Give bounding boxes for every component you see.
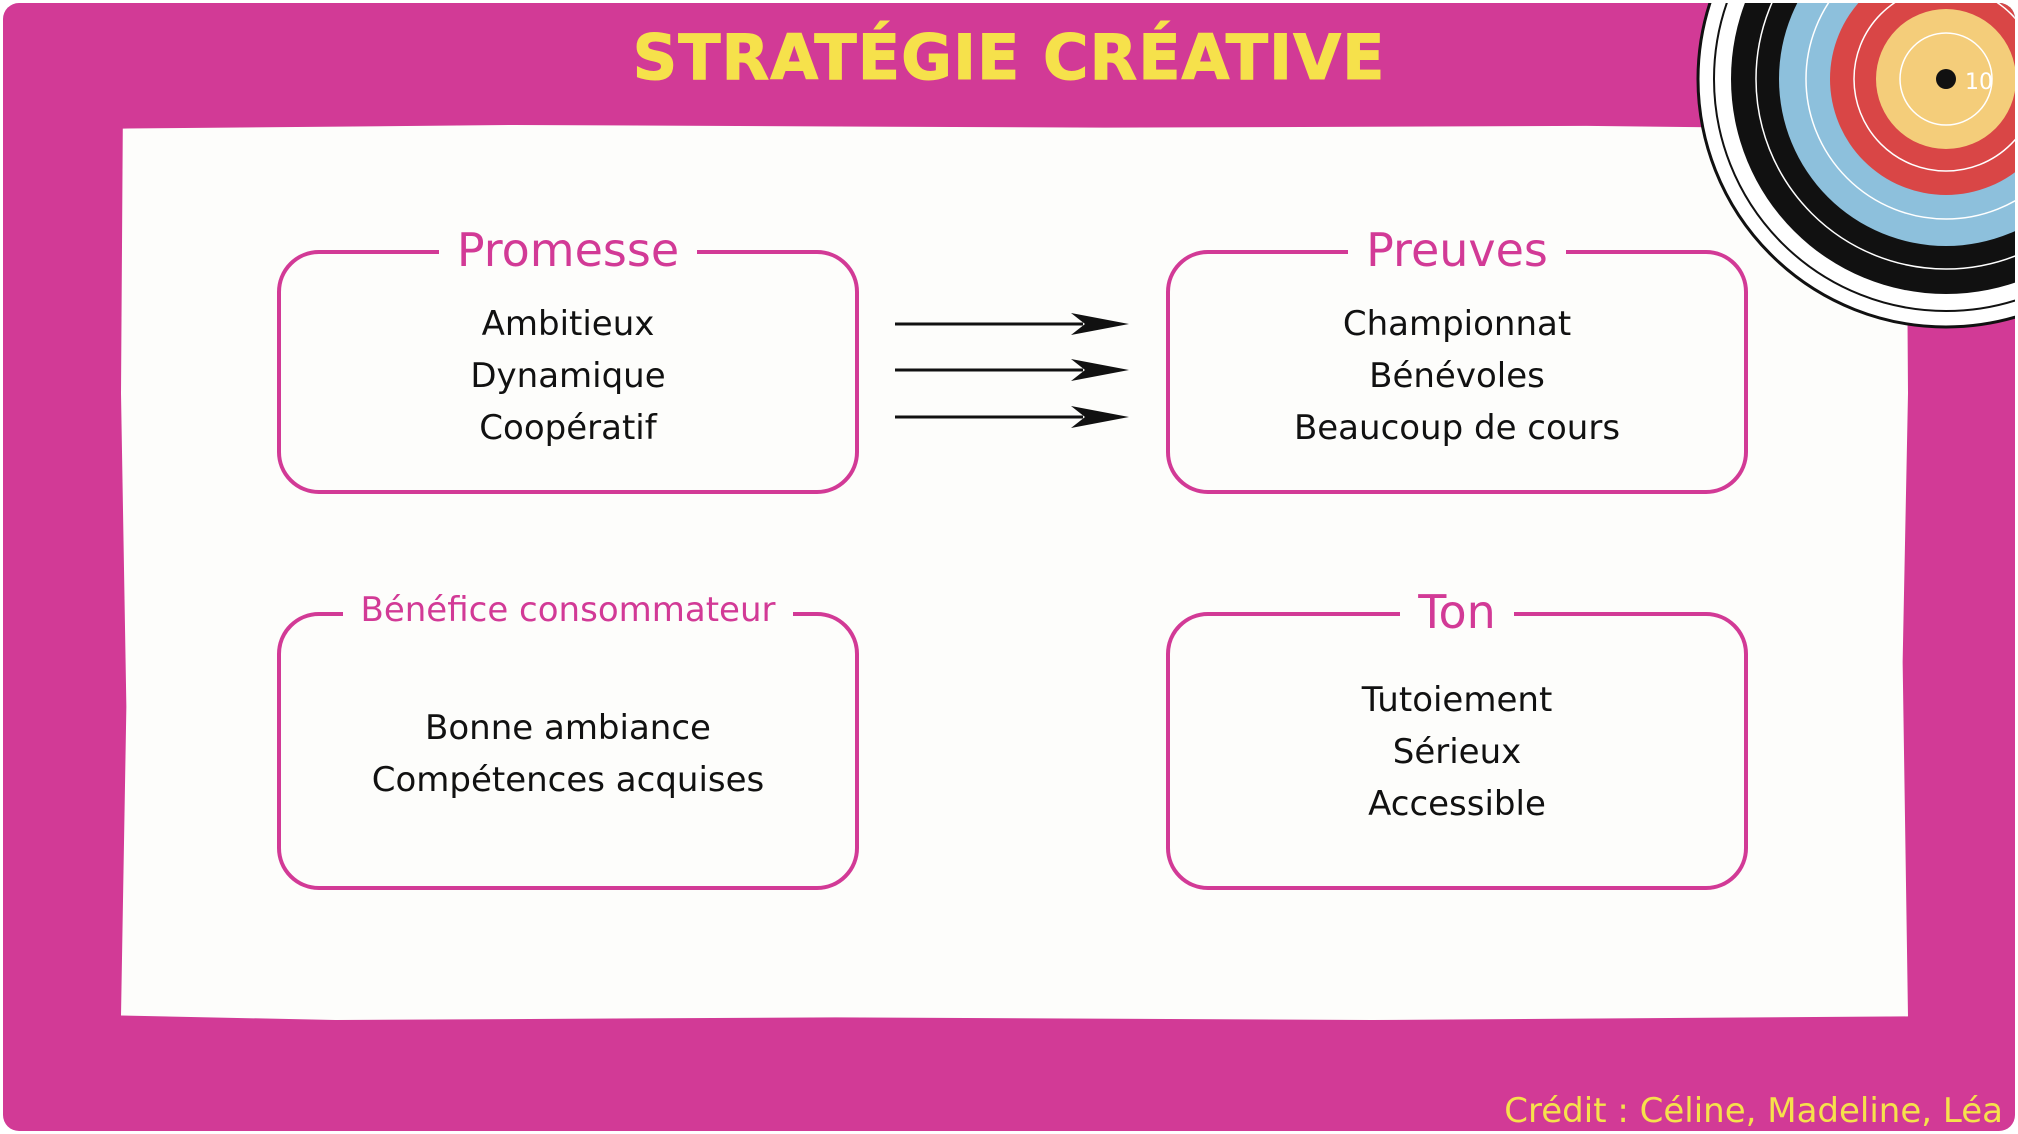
paper-background [121, 125, 1908, 1020]
list-item: Bonne ambiance [425, 708, 711, 748]
ton-title-text: Ton [1400, 585, 1514, 639]
archery-target-icon: 10 [1696, 3, 2015, 329]
slide-frame: STRATÉGIE CRÉATIVE 10 Promesse Ambitieux… [3, 3, 2015, 1131]
list-item: Bénévoles [1369, 356, 1545, 396]
list-item: Dynamique [470, 356, 666, 396]
list-item: Compétences acquises [371, 760, 765, 800]
preuves-box: Preuves Championnat Bénévoles Beaucoup d… [1166, 223, 1748, 494]
arrows-group [895, 313, 1129, 428]
promesse-box: Promesse Ambitieux Dynamique Coopératif [277, 223, 859, 494]
list-item: Ambitieux [481, 304, 655, 344]
ton-items: Tutoiement Sérieux Accessible [1170, 674, 1744, 830]
arrow-3-icon [895, 406, 1129, 428]
promesse-title-text: Promesse [438, 223, 698, 277]
slide-title: STRATÉGIE CRÉATIVE [632, 21, 1386, 95]
preuves-items: Championnat Bénévoles Beaucoup de cours [1170, 298, 1744, 454]
benefice-title-text: Bénéfice consommateur [342, 590, 794, 630]
list-item: Tutoiement [1361, 680, 1553, 720]
promesse-items: Ambitieux Dynamique Coopératif [281, 298, 855, 454]
benefice-items: Bonne ambiance Compétences acquises [281, 702, 855, 806]
benefice-box: Bénéfice consommateur Bonne ambiance Com… [277, 590, 859, 890]
list-item: Sérieux [1392, 732, 1522, 772]
list-item: Championnat [1342, 304, 1572, 344]
target-label: 10 [1965, 70, 1993, 95]
list-item: Coopératif [479, 408, 657, 448]
preuves-title: Preuves [1170, 223, 1744, 287]
arrow-2-icon [895, 359, 1129, 381]
benefice-title: Bénéfice consommateur [281, 584, 855, 642]
list-item: Beaucoup de cours [1293, 408, 1621, 448]
list-item: Accessible [1368, 784, 1546, 824]
ton-title: Ton [1170, 585, 1744, 649]
credit-text: Crédit : Céline, Madeline, Léa [1504, 1091, 2003, 1131]
preuves-title-text: Preuves [1348, 223, 1566, 277]
promesse-title: Promesse [281, 223, 855, 287]
ton-box: Ton Tutoiement Sérieux Accessible [1166, 585, 1748, 890]
arrow-1-icon [895, 313, 1129, 335]
